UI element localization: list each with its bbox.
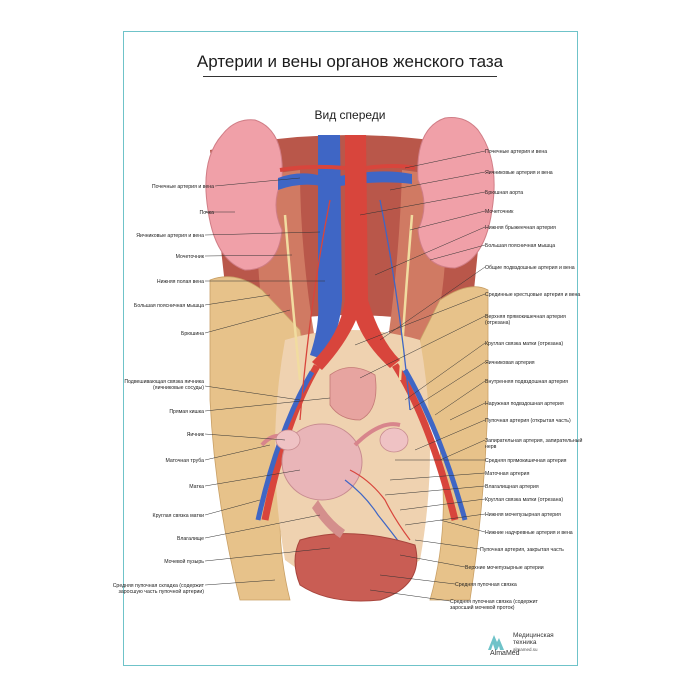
poster-subtitle: Вид спереди [314,108,386,122]
inferior-vena-cava [310,135,342,360]
iliac-vein-right [402,368,468,521]
left-label-ureter: Мочеточник [175,254,204,260]
peritoneum-right [419,286,489,601]
uterine-plexus-vein [344,479,406,551]
right-label-inferior-epigastric: Нижние надчревные артерия и вена [485,530,573,536]
logo-company: Медицинская техника [513,632,554,646]
right-label-obturator: Запирательная артерия, запирательный нер… [485,438,583,451]
ovary-left [275,429,301,451]
left-label-uterus: Матка [189,484,204,490]
right-label-inferior-vesical: Нижняя мочепузырная артерия [485,512,561,518]
right-label-uterine-artery: Маточная артерия [485,471,530,477]
ureter-right [398,214,414,381]
ureter-left [283,214,302,381]
right-label-median-sacral: Срединные крестцовые артерия и вена [485,292,581,298]
left-label-bladder: Мочевой пузырь [164,559,204,565]
right-label-round-ligament-cut: Круглая связка матки (отрезана) [485,341,564,347]
vagina [312,500,345,538]
right-label-round-ligament-cut-2: Круглая связка матки (отрезана) [485,497,564,503]
right-label-superior-vesical: Верхние мочепузырные артерии [465,565,544,571]
left-label-round-ligament: Круглая связка матки [152,513,204,519]
urinary-bladder [294,533,418,602]
left-label-inferior-vena-cava: Нижняя полая вена [156,279,204,285]
right-label-ovarian-artery-vein: Яичниковые артерия и вена [485,170,553,176]
kidney-right [417,117,495,269]
left-label-median-umbilical-fold: Средняя пупочная складка (содержит зарос… [112,583,204,596]
almamed-logo-icon [488,635,504,650]
right-label-psoas-major: Большая поясничная мышца [485,243,556,249]
kidney-left [205,119,283,271]
uterine-plexus [349,469,411,541]
left-label-psoas-major: Большая поясничная мышца [133,303,204,309]
left-label-rectum: Прямая кишка [169,409,204,415]
left-label-vagina: Влагалище [176,536,204,542]
right-label-ovarian-artery: Яичниковая артерия [485,360,535,366]
right-label-umbilical-artery-closed: Пупочная артерия, закрытая часть [480,547,564,553]
logo-url: almamed.su [513,647,538,652]
left-label-ovarian-artery-vein: Яичниковые артерия и вена [136,233,204,239]
right-label-renal-artery-vein: Почечные артерия и вена [485,149,548,155]
uterine-tube-right [353,422,401,447]
right-label-internal-iliac: Внутренняя подвздошная артерия [485,379,568,385]
ovarian-vessels-left [299,199,331,421]
right-label-median-umbilical-ligament: Средняя пупочная связка [455,582,517,588]
right-label-ureter: Мочеточник [485,209,514,215]
rectum [329,367,377,421]
left-label-kidney: Почка [199,210,214,216]
right-label-inferior-mesenteric-artery: Нижняя брыжеечная артерия [485,225,556,231]
right-label-vaginal-artery: Влагалищная артерия [485,484,539,490]
left-label-uterine-tube: Маточная труба [165,458,204,464]
uterus [281,423,363,501]
left-label-suspensory-ligament: Подвешивающая связка яичника (яичниковые… [124,379,204,392]
ovarian-vessels-right [379,199,411,411]
right-label-abdominal-aorta: Брюшная аорта [485,190,524,196]
right-label-middle-rectal: Средняя прямокишечная артерия [485,458,567,464]
right-label-external-iliac: Наружная подвздошная артерия [485,401,564,407]
left-label-peritoneum: Брюшина [181,331,204,337]
right-label-umbilical-artery-open: Пупочная артерия (открытая часть) [485,418,571,424]
right-label-common-iliac: Общие подвздошные артерия и вена [485,265,575,271]
logo-brand: AlmaMed [490,650,520,657]
left-label-renal-artery-vein: Почечные артерия и вена [151,184,214,190]
poster-title: Артерии и вены органов женского таза [196,52,504,71]
right-label-superior-rectal: Верхняя прямокишечная артерия (отрезана) [485,314,566,327]
left-label-ovary: Яичник [186,432,204,438]
title-underline [203,76,497,77]
abdominal-aorta [312,135,400,370]
right-label-median-umbilical-ligament-urachus: Средняя пупочная связка (содержит заросш… [450,599,538,612]
ovary-right [379,427,409,453]
renal-artery-left [279,164,346,172]
common-iliac-right [392,363,459,521]
renal-vein-left [278,173,322,190]
renal-artery-right [365,164,416,170]
